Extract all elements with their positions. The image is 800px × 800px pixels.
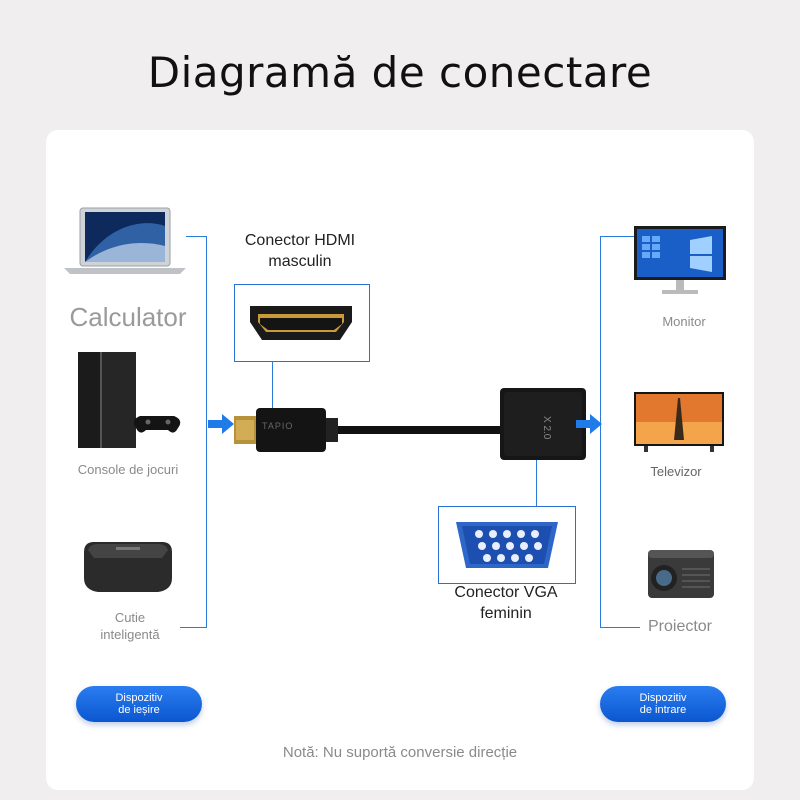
hdmi-callout-line (272, 361, 273, 411)
right-bracket-top (600, 236, 636, 237)
smartbox-label-line2: inteligentă (100, 627, 160, 642)
console-label: Console de jocuri (77, 462, 179, 477)
hdmi-label-line1: Conector HDMI (244, 232, 356, 249)
output-badge-line2: de ieșire (118, 704, 160, 716)
left-bracket-line (206, 236, 207, 628)
footnote: Notă: Nu suportă conversie direcție (282, 744, 518, 761)
adapter-text: X 2.0 (541, 416, 552, 440)
projector-label: Proiector (647, 618, 713, 635)
tv-label: Televizor (650, 464, 702, 479)
hdmi-port-icon (250, 306, 352, 340)
right-bracket-line (600, 236, 601, 628)
computer-label: Calculator (69, 302, 187, 332)
laptop-icon (64, 207, 186, 274)
monitor-icon (634, 226, 726, 294)
input-badge-line1: Dispozitiv (639, 692, 687, 704)
left-bracket-top (186, 236, 206, 237)
output-badge-line1: Dispozitiv (115, 692, 163, 704)
tv-icon (634, 392, 724, 452)
smartbox-label-line1: Cutie (114, 610, 146, 625)
right-arrow-icon (576, 414, 602, 434)
monitor-label: Monitor (662, 314, 706, 329)
smart-box-icon (84, 542, 172, 592)
vga-port-icon (456, 522, 558, 568)
input-badge-line2: de intrare (639, 704, 687, 716)
vga-callout-line (536, 460, 537, 506)
hdmi-label-line2: masculin (268, 253, 332, 270)
vga-label-line1: Conector VGA (454, 584, 558, 601)
left-bracket-bottom (180, 627, 206, 628)
vga-label-line2: feminin (480, 605, 532, 622)
page-title: Diagramă de conectare (147, 48, 653, 97)
vga-adapter-body (500, 388, 586, 460)
projector-icon (648, 550, 714, 598)
cable-brand-text: TAPIO (262, 421, 294, 431)
hdmi-cable-plug (234, 408, 508, 452)
left-arrow-icon (208, 414, 234, 434)
right-bracket-bottom (600, 627, 640, 628)
game-console-icon (78, 352, 181, 448)
